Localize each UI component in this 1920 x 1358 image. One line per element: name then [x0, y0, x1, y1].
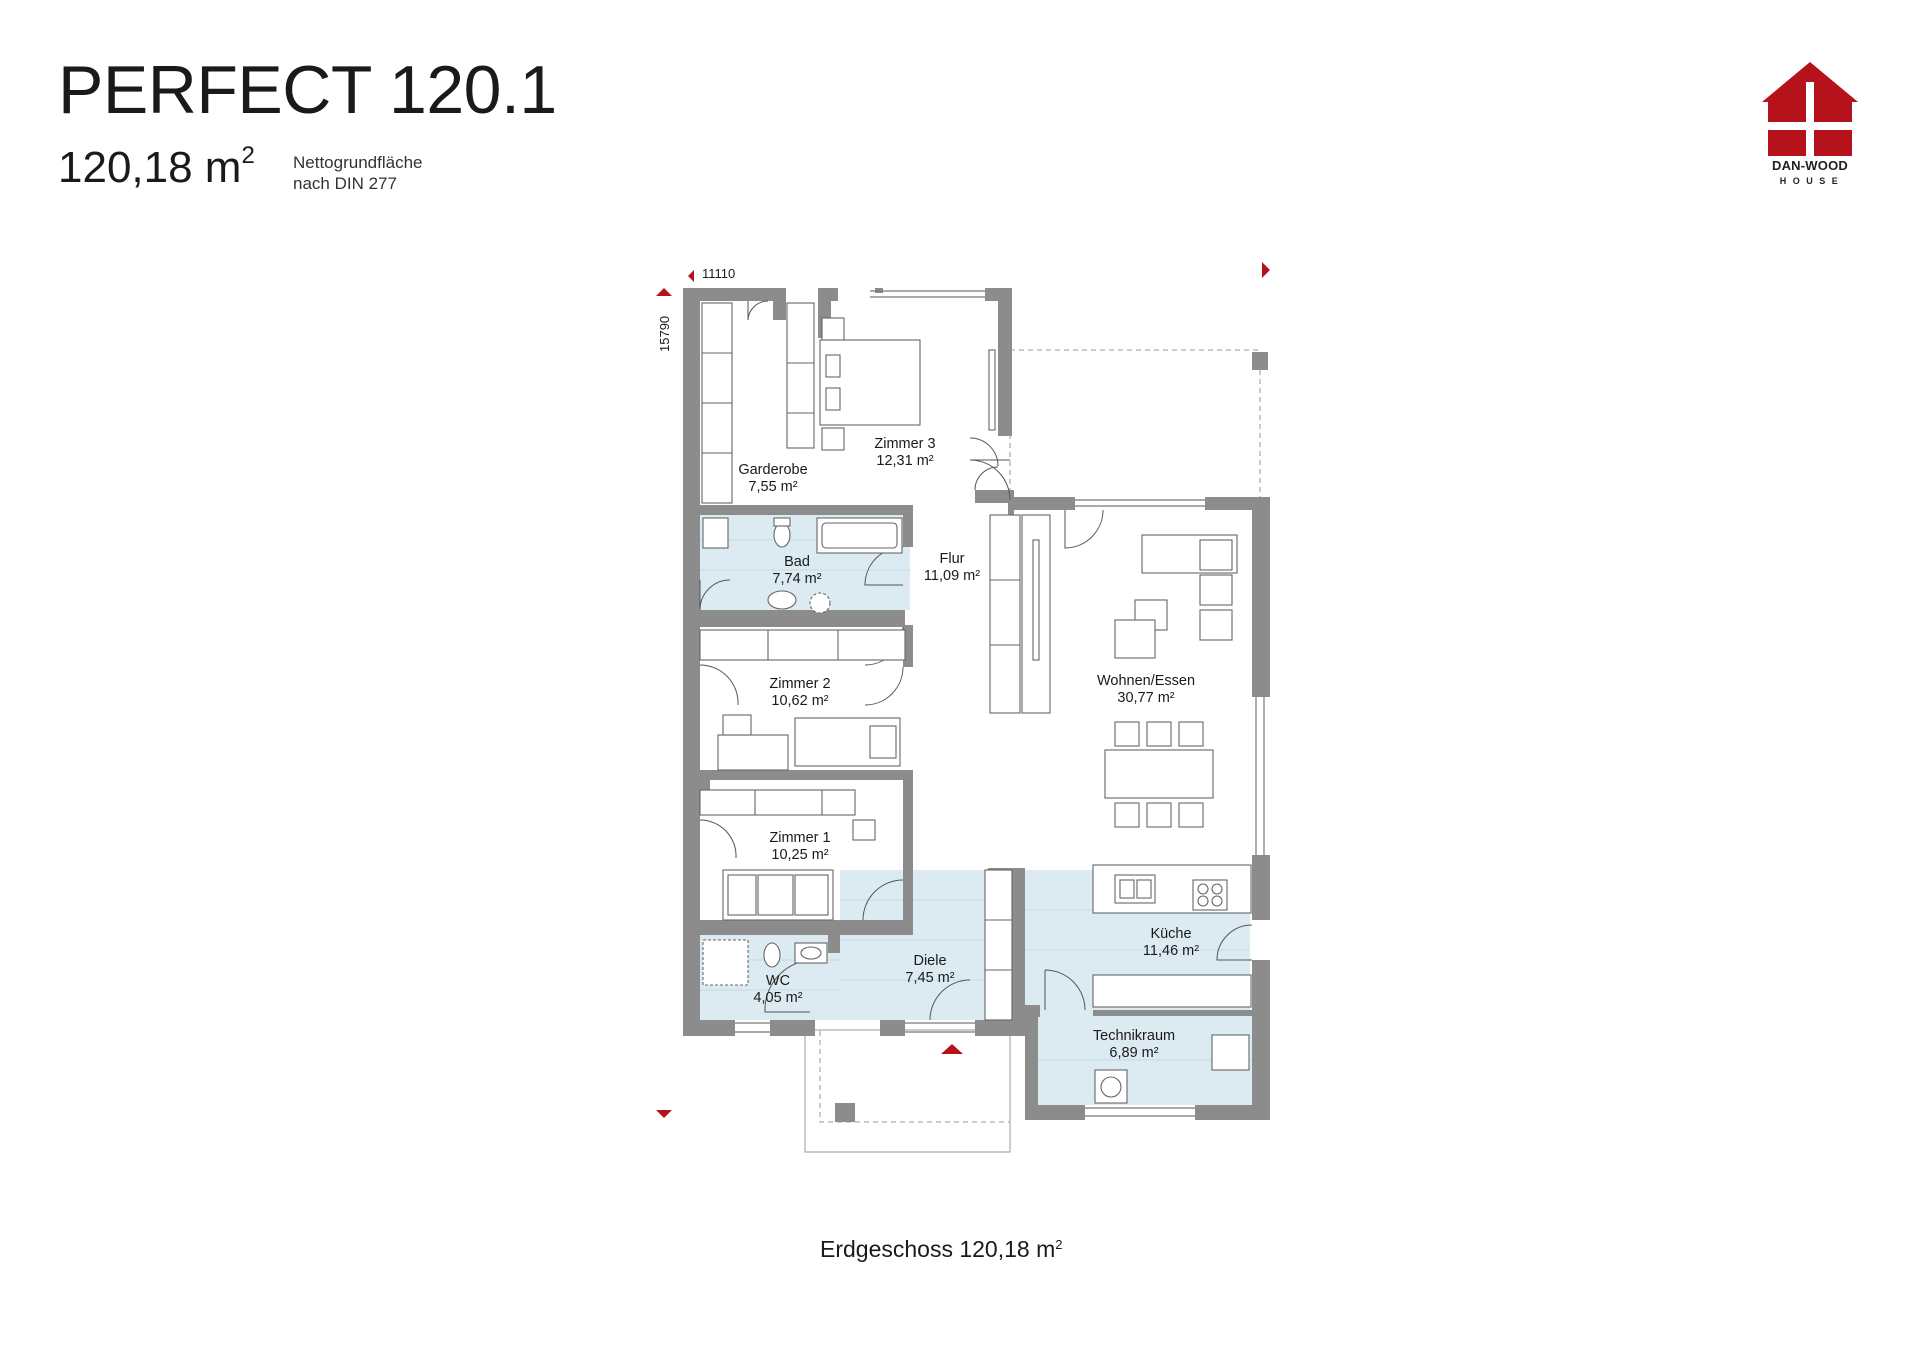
svg-text:12,31 m²: 12,31 m² — [876, 453, 933, 469]
logo-brand-line1: DAN-WOOD — [1772, 158, 1848, 173]
dan-wood-logo-icon — [1762, 62, 1858, 156]
svg-text:Bad: Bad — [784, 554, 810, 570]
svg-text:Küche: Küche — [1150, 926, 1191, 942]
dimension-arrow-top — [656, 288, 672, 296]
area-note-line1: Nettogrundfläche — [293, 153, 423, 172]
svg-text:Diele: Diele — [913, 953, 946, 969]
area-unit-sup: 2 — [241, 142, 255, 169]
svg-text:6,89 m²: 6,89 m² — [1109, 1045, 1158, 1061]
area-note-line2: nach DIN 277 — [293, 174, 397, 193]
svg-text:Garderobe: Garderobe — [738, 462, 807, 478]
room-zimmer-3: Zimmer 312,31 m² — [874, 436, 935, 469]
svg-text:7,74 m²: 7,74 m² — [772, 571, 821, 587]
dimension-width-label: 11110 — [702, 266, 735, 281]
floor-caption-sup: 2 — [1055, 1237, 1063, 1252]
floor-caption-text: Erdgeschoss 120,18 m — [820, 1236, 1056, 1262]
dimension-depth-label: 15790 — [657, 316, 672, 352]
room-wc: WC4,05 m² — [753, 973, 802, 1006]
logo-brand-line2: HOUSE — [1779, 176, 1845, 186]
svg-text:Wohnen/Essen: Wohnen/Essen — [1097, 673, 1195, 689]
room-zimmer-2: Zimmer 210,62 m² — [769, 676, 830, 709]
area-value: 120,18 m — [58, 143, 242, 192]
svg-text:7,45 m²: 7,45 m² — [905, 970, 954, 986]
page-title: PERFECT 120.1 — [58, 52, 557, 128]
svg-text:Zimmer 2: Zimmer 2 — [769, 676, 830, 692]
svg-text:10,62 m²: 10,62 m² — [771, 693, 828, 709]
net-floor-area: 120,18 m2 — [58, 143, 255, 192]
svg-text:11,46 m²: 11,46 m² — [1143, 943, 1199, 959]
svg-text:Flur: Flur — [940, 551, 965, 567]
svg-text:Zimmer 1: Zimmer 1 — [769, 830, 830, 846]
room-zimmer-1: Zimmer 110,25 m² — [769, 830, 830, 863]
svg-text:WC: WC — [766, 973, 790, 989]
dimension-markers — [656, 262, 1270, 1118]
svg-text:Zimmer 3: Zimmer 3 — [874, 436, 935, 452]
svg-text:4,05 m²: 4,05 m² — [753, 990, 802, 1006]
svg-text:7,55 m²: 7,55 m² — [748, 479, 797, 495]
area-note: Nettogrundfläche nach DIN 277 — [293, 152, 422, 194]
walls — [683, 288, 1270, 1122]
furniture — [699, 302, 1252, 1104]
dimension-arrow-right — [1262, 262, 1270, 278]
svg-text:30,77 m²: 30,77 m² — [1117, 690, 1174, 706]
entrance-arrow — [941, 1044, 963, 1054]
svg-text:Technikraum: Technikraum — [1093, 1028, 1175, 1044]
floor-caption: Erdgeschoss 120,18 m2 — [820, 1238, 1062, 1261]
svg-text:10,25 m²: 10,25 m² — [771, 847, 828, 863]
dimension-arrow-left — [688, 270, 694, 282]
svg-text:11,09 m²: 11,09 m² — [924, 568, 980, 584]
dimension-arrow-bottom — [656, 1110, 672, 1118]
door-swings — [699, 300, 1253, 1021]
